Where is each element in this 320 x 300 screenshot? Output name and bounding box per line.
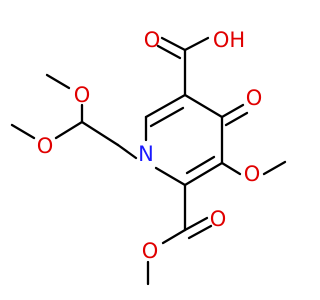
bond-ch-obottom <box>54 120 84 140</box>
bond-c3-c4 <box>183 93 224 119</box>
atom-label-keto-o: O <box>246 86 263 110</box>
atom-label-ester-o: O <box>142 239 159 263</box>
bond-cacid-oh <box>183 36 210 52</box>
bond-cacid-odbl-2 <box>156 44 182 60</box>
bond-n-ch2 <box>116 143 138 160</box>
atom-label-methoxy-o: O <box>244 162 261 186</box>
bonds <box>10 36 287 286</box>
atom-label-acetal-o-bottom: O <box>37 134 54 158</box>
atom-label-acetal-o-top: O <box>74 83 91 107</box>
chemical-structure-diagram: O OH O O N O O O O <box>10 28 287 286</box>
bond-omethoxy-ch3 <box>262 160 287 176</box>
bond-cester-odbl-2 <box>187 224 213 240</box>
atom-labels: O OH O O N O O O O <box>37 28 263 263</box>
bond-c5-c6-inner <box>185 155 216 175</box>
bond-cacid-odbl <box>160 36 187 52</box>
atom-label-ring-n: N <box>138 142 154 166</box>
bond-c2-c3 <box>144 93 187 119</box>
bond-c2-c3-inner <box>149 106 185 128</box>
bond-ch2-ch <box>80 120 120 147</box>
bond-c6-n <box>154 166 187 187</box>
bond-cester-oester <box>161 228 187 245</box>
bond-c5-omethoxy <box>220 161 242 176</box>
bond-cester-odbl <box>183 216 209 232</box>
bond-obottom-ch3 <box>10 123 36 140</box>
bond-c4-oketo-2 <box>224 111 249 127</box>
atom-label-acid-o: O <box>144 28 161 52</box>
atom-label-acid-oh: OH <box>213 28 245 52</box>
atom-label-ester-o-double: O <box>210 207 227 231</box>
bond-c4-oketo <box>220 103 245 119</box>
bond-otop-ch3 <box>45 73 71 90</box>
bond-c5-c6 <box>183 161 224 187</box>
